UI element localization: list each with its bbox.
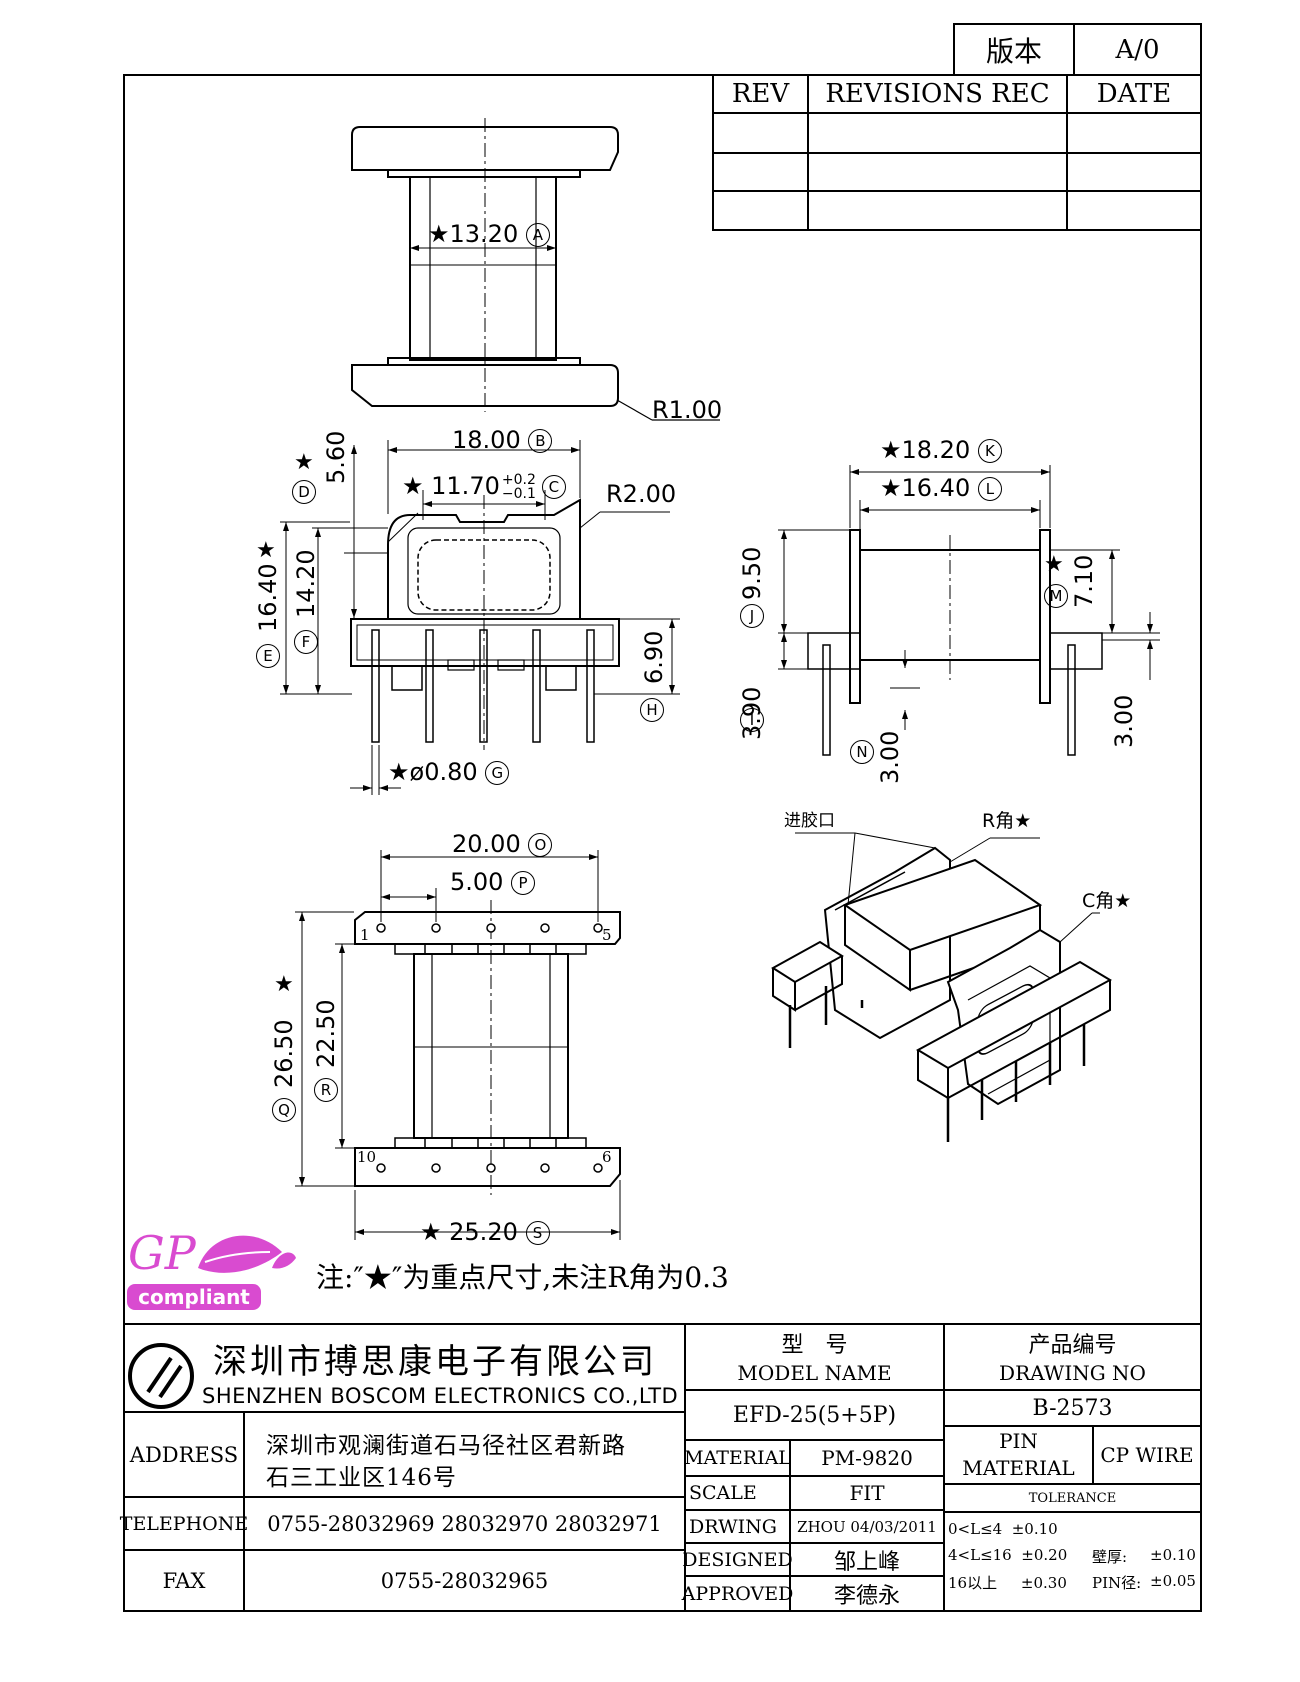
dim-r1: R1.00 [652, 396, 723, 424]
compliant-badge: compliant [138, 1285, 250, 1309]
scale-label: SCALE [689, 1482, 757, 1504]
dim-m-circle: M [1044, 584, 1068, 608]
drawing-by-value: ZHOU 04/03/2011 [797, 1517, 937, 1536]
address-label: ADDRESS [129, 1442, 239, 1467]
note-text: 注:″★″为重点尺寸,未注R角为0.3 [316, 1261, 729, 1294]
r-corner-label: R角★ [982, 810, 1032, 832]
version-label: 版本 [985, 34, 1042, 68]
dim-q-circle: Q [272, 1098, 296, 1122]
dim-k: ★18.20 K [880, 436, 1002, 464]
scale-value: FIT [849, 1481, 885, 1505]
dim-b: 18.00 B [452, 426, 553, 454]
gate-label: 进胶口 [784, 811, 835, 831]
top-view [351, 118, 720, 421]
dim-l: ★16.40 L [880, 474, 1002, 502]
dim-d: ★ D [290, 450, 320, 562]
drawing-label-cn: 产品编号 [1028, 1333, 1117, 1358]
model-value: EFD-25(5+5P) [732, 1402, 897, 1428]
drawing-value: B-2573 [1032, 1395, 1113, 1421]
dim-m-star: ★ [1044, 552, 1064, 577]
dim-r2: R2.00 [606, 480, 677, 508]
bottom-view [295, 850, 621, 1240]
tol-row3: 16以上 ±0.30 [948, 1574, 1067, 1592]
dim-j-value: 9.50 [738, 546, 766, 600]
pin-material-label-2: MATERIAL [962, 1456, 1075, 1480]
dim-q-value: 26.50 [270, 1019, 298, 1088]
dim-s: ★ 25.20 S [420, 1218, 550, 1246]
dim-i-circle: I [740, 708, 764, 732]
pin-label-1: 1 [360, 926, 370, 944]
address-line2: 石三工业区146号 [266, 1465, 457, 1491]
version-value: A/0 [1115, 34, 1160, 65]
wall-label: 壁厚: [1092, 1548, 1128, 1566]
dim-o: 20.00 O [452, 830, 553, 858]
isometric-view [771, 832, 1113, 1142]
designed-label: DESIGNED [682, 1548, 793, 1571]
pin-label-6: 6 [602, 1148, 612, 1166]
dim-j-circle: J [740, 604, 764, 628]
company-name-en: SHENZHEN BOSCOM ELECTRONICS CO.,LTD [202, 1384, 679, 1408]
gp-leaf-icon [127, 1235, 296, 1310]
drawing-by-label: DRWING [689, 1515, 777, 1538]
date-header: DATE [1096, 79, 1172, 109]
front-view [280, 440, 680, 795]
drawing-frame [123, 74, 1202, 1612]
dim-g: ★ø0.80 G [388, 758, 510, 786]
tol-row2: 4<L≤16 ±0.20 [948, 1546, 1068, 1564]
approved-value: 李德永 [833, 1583, 900, 1609]
dim-e-circle: E [256, 644, 280, 668]
revisions-rec-header: REVISIONS REC [825, 79, 1050, 109]
telephone-value: 0755-28032969 28032970 28032971 [267, 1511, 662, 1536]
dim-pin-right: 3.00 [1110, 694, 1138, 748]
pin-label-10: 10 [357, 1148, 377, 1166]
dim-i-value: 3.90 [738, 686, 766, 740]
material-label: MATERIAL [684, 1447, 791, 1469]
company-name-cn: 深圳市搏思康电子有限公司 [213, 1342, 657, 1382]
pin-dia-value: ±0.05 [1150, 1572, 1196, 1590]
material-value: PM-9820 [821, 1446, 913, 1470]
dim-q-star: ★ [274, 972, 294, 997]
model-label-en: MODEL NAME [737, 1361, 892, 1385]
gp-logo-text: GP [128, 1226, 196, 1280]
tolerance-label: TOLERANCE [1028, 1490, 1117, 1506]
dim-f-value: 14.20 [292, 549, 320, 618]
dim-a: ★13.20 A [428, 220, 550, 248]
dim-h-value: 6.90 [640, 630, 668, 684]
dim-r-value: 22.50 [312, 999, 340, 1068]
designed-value: 邹上峰 [833, 1549, 900, 1575]
title-block-lines [124, 1323, 1201, 1611]
c-corner-label: C角★ [1082, 890, 1132, 912]
dim-r-circle: R [314, 1078, 338, 1102]
dim-e-star: ★ [256, 538, 276, 563]
pin-material-label-1: PIN [999, 1429, 1038, 1453]
tol-row1: 0<L≤4 ±0.10 [948, 1520, 1058, 1538]
side-view [778, 465, 1160, 756]
fax-label: FAX [162, 1568, 206, 1593]
address-line1: 深圳市观澜街道石马径社区君新路 [266, 1433, 626, 1459]
dim-e-value: 16.40 [254, 563, 282, 632]
approved-label: APPROVED [681, 1582, 794, 1605]
model-label-cn: 型 号 [781, 1333, 848, 1358]
company-logo-icon [128, 1343, 194, 1409]
dim-n-circle: N [850, 740, 874, 764]
telephone-label: TELEPHONE [119, 1512, 249, 1535]
dim-f-circle: F [294, 630, 318, 654]
rev-header: REV [731, 79, 790, 109]
dim-p: 5.00 P [450, 868, 536, 896]
dim-h-circle: H [640, 698, 664, 722]
drawing-label-en: DRAWING NO [999, 1361, 1146, 1385]
pin-material-value: CP WIRE [1100, 1443, 1194, 1467]
dim-n-value: 3.00 [876, 730, 904, 784]
wall-value: ±0.10 [1150, 1546, 1196, 1564]
pin-label-5: 5 [602, 926, 612, 944]
dim-d-value: 5.60 [322, 430, 350, 484]
dim-m-value: 7.10 [1070, 554, 1098, 608]
pin-dia-label: PIN径: [1092, 1574, 1142, 1592]
fax-value: 0755-28032965 [380, 1568, 549, 1593]
